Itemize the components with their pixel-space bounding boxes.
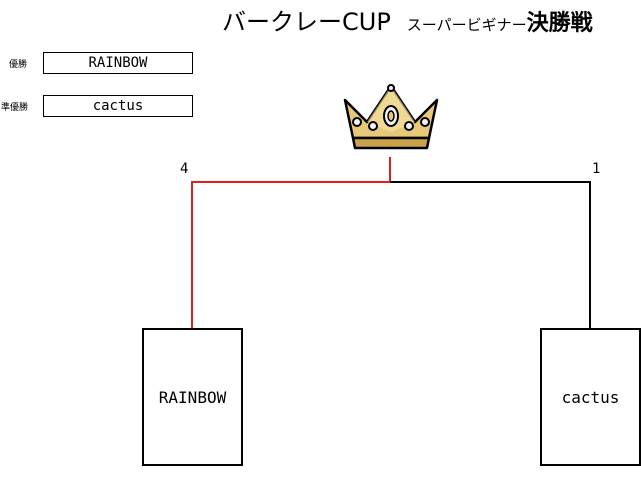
tournament-title: バークレーCUP bbox=[222, 8, 391, 36]
runner-up-label: 準優勝 bbox=[1, 103, 29, 113]
round-label: 決勝戦 bbox=[526, 11, 593, 36]
right-team-box: cactus bbox=[540, 328, 641, 466]
right-score: 1 bbox=[592, 161, 601, 177]
right-bracket-line bbox=[390, 181, 591, 328]
left-team-box: RAINBOW bbox=[142, 328, 243, 466]
runner-up-name-box: cactus bbox=[43, 95, 193, 117]
winner-name-box: RAINBOW bbox=[43, 52, 193, 74]
division-subtitle: スーパービギナー bbox=[406, 16, 527, 34]
winner-label: 優勝 bbox=[9, 60, 28, 70]
left-score: 4 bbox=[180, 161, 189, 177]
crown-icon bbox=[343, 84, 439, 150]
page-title: バークレーCUP スーパービギナー決勝戦 bbox=[222, 2, 593, 37]
left-bracket-line bbox=[191, 181, 390, 328]
